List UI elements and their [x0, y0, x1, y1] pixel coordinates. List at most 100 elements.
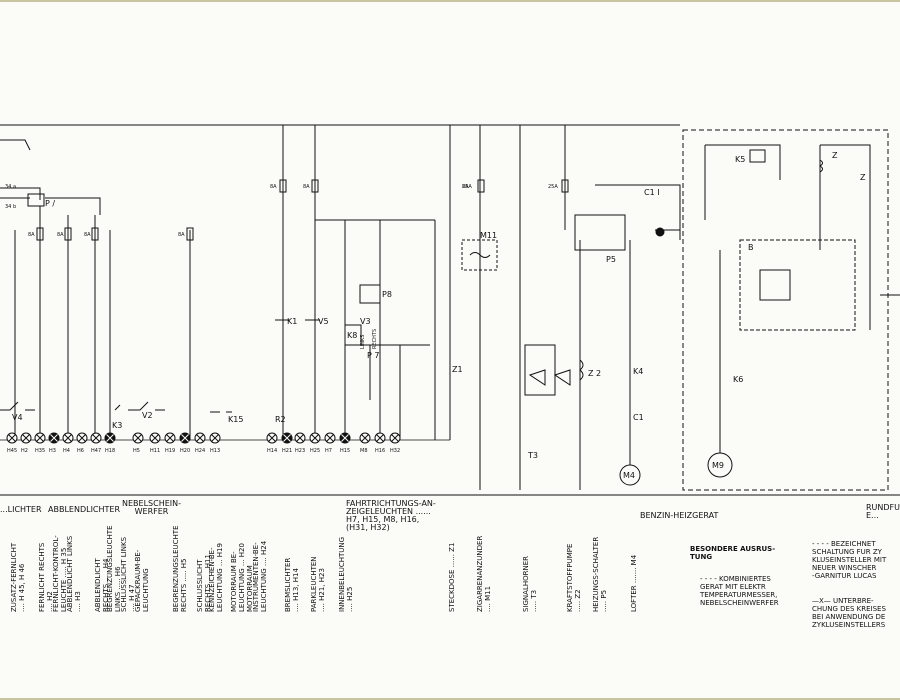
lamp-cross [283, 434, 291, 442]
vertical-label: KENNZEICHEN-BE- LEUCHTUNG ... H19 [208, 543, 224, 612]
vertical-label: SIGNALHORNER ..... T3 [522, 555, 538, 612]
fuse-label: 8A [84, 232, 91, 238]
lamp-h2: H2 [20, 432, 32, 454]
comp-p5: P5 [606, 255, 616, 264]
switch-lead [0, 139, 41, 200]
comp-m4: M4 [623, 471, 635, 480]
lamp-label: H7 [325, 448, 332, 454]
lamp-cross [166, 434, 174, 442]
comp-m9: M9 [712, 461, 724, 470]
lamp-cross [181, 434, 189, 442]
comp-r2: R2 [275, 415, 286, 424]
lamp-h14: H14 [266, 432, 278, 454]
lamp-cross [196, 434, 204, 442]
lamp-cross [361, 434, 369, 442]
lamp-label: H16 [375, 448, 385, 454]
note-besondere: BESONDERE AUSRUS- TUNG [690, 545, 776, 561]
comp-v2: V2 [142, 411, 153, 420]
switch-v4-wire [0, 401, 35, 411]
vertical-label: INSTRUMENTEN-BE- LEUCHTUNG .... H24 [252, 540, 268, 612]
lamp-h47: H47 [90, 432, 102, 454]
lamp-label: H6 [77, 448, 84, 454]
group-abblend: ABBLENDLICHTER [48, 505, 121, 514]
lamp-h11: H11 [149, 432, 161, 454]
vertical-label: LOFTER ....... M4 [630, 554, 638, 612]
lamp-cross [376, 434, 384, 442]
comp-v5: V5 [318, 317, 329, 326]
lamp-label: H25 [310, 448, 320, 454]
note-unterbrechung: —X— UNTERBRE- CHUNG DES KREISES BEI ANWE… [812, 597, 886, 629]
lamp-label: H32 [390, 448, 400, 454]
comp-m11: M11 [480, 231, 497, 240]
lamp-h25: H25 [309, 432, 321, 454]
lamp-label: H19 [165, 448, 175, 454]
lamp-h18: H18 [104, 432, 116, 454]
switch-p1 [27, 193, 45, 207]
comp-p8: P8 [382, 290, 392, 299]
group-heiz: BENZIN-HEIZGERAT [640, 511, 719, 520]
vertical-label: HEIZUNGS-SCHALTER ..... P5 [592, 536, 608, 612]
lamp-label: H2 [21, 448, 28, 454]
lamp-h45: H45 [6, 432, 18, 454]
lamp-cross [78, 434, 86, 442]
fuse-label: 8A [462, 184, 469, 190]
comp-z3: Z [860, 173, 866, 182]
note-bezeichnet: - - - - BEZEICHNET SCHALTUNG FUR ZY KLUS… [812, 540, 887, 580]
comp-t3: T3 [527, 451, 538, 460]
label-links: LINKS [360, 335, 366, 349]
comp-b: B [748, 243, 754, 252]
comp-z1: Z1 [452, 365, 463, 374]
lamp-label: H24 [195, 448, 205, 454]
lamp-label: H15 [340, 448, 350, 454]
lamp-cross [151, 434, 159, 442]
lamp-h15: H15 [339, 432, 351, 454]
comp-z: Z [832, 151, 838, 160]
lamp-cross [268, 434, 276, 442]
fuse-label: 8A [178, 232, 185, 238]
lamp-h6: H6 [76, 432, 88, 454]
comp-k1: K1 [287, 317, 297, 326]
lamp-label: H35 [35, 448, 45, 454]
lamp-cross [134, 434, 142, 442]
comp-z2: Z 2 [588, 369, 601, 378]
switch-p5-box [574, 214, 626, 251]
fuse-label: 34 a [5, 184, 16, 190]
relay-p8 [359, 284, 381, 304]
fuse-label: 8A [57, 232, 64, 238]
box-b [739, 239, 856, 331]
comp-v4: V4 [12, 413, 23, 422]
lamp-m8: M8 [359, 432, 371, 454]
lamp-label: H11 [150, 448, 160, 454]
motor-m4 [619, 464, 641, 486]
lamp-cross [296, 434, 304, 442]
lamp-cross [106, 434, 114, 442]
vertical-label: PARKLEUCHTEN .... H21, H23 [310, 556, 326, 612]
lamp-label: H13 [210, 448, 220, 454]
lamp-h24: H24 [194, 432, 206, 454]
comp-k15: K15 [228, 415, 243, 424]
lamp-h7: H7 [324, 432, 336, 454]
lamp-label: H23 [295, 448, 305, 454]
vertical-label: ZIGARRENANZUNDER .... M11 [476, 535, 492, 612]
group-rund: RUNDFU... E... [866, 503, 900, 520]
fuse-label: 25A [548, 184, 558, 190]
vertical-label: ABBLENDLICHT LINKS .... H3 [66, 535, 82, 612]
lamp-h16: H16 [374, 432, 386, 454]
lamp-label: H47 [91, 448, 101, 454]
comp-p1: P / [45, 199, 55, 208]
comp-p7: P 7 [367, 351, 379, 360]
vertical-label: GEPACKRAUM-BE- LEUCHTUNG [134, 549, 150, 612]
lamp-cross [326, 434, 334, 442]
vertical-label: STECKDOSE ...... Z1 [448, 542, 456, 612]
lamp-label: H3 [49, 448, 56, 454]
lamp-label: H20 [180, 448, 190, 454]
group-fahrt: FAHRTRICHTUNGS-AN- ZEIGELEUCHTEN ...... … [346, 499, 436, 532]
comp-k6: K6 [733, 375, 743, 384]
lamp-cross [64, 434, 72, 442]
lamp-h20: H20 [179, 432, 191, 454]
comp-v3: V3 [360, 317, 371, 326]
vertical-label: BEGRENZUNGSLEUCHTE RECHTS ..... H5 [172, 525, 188, 613]
